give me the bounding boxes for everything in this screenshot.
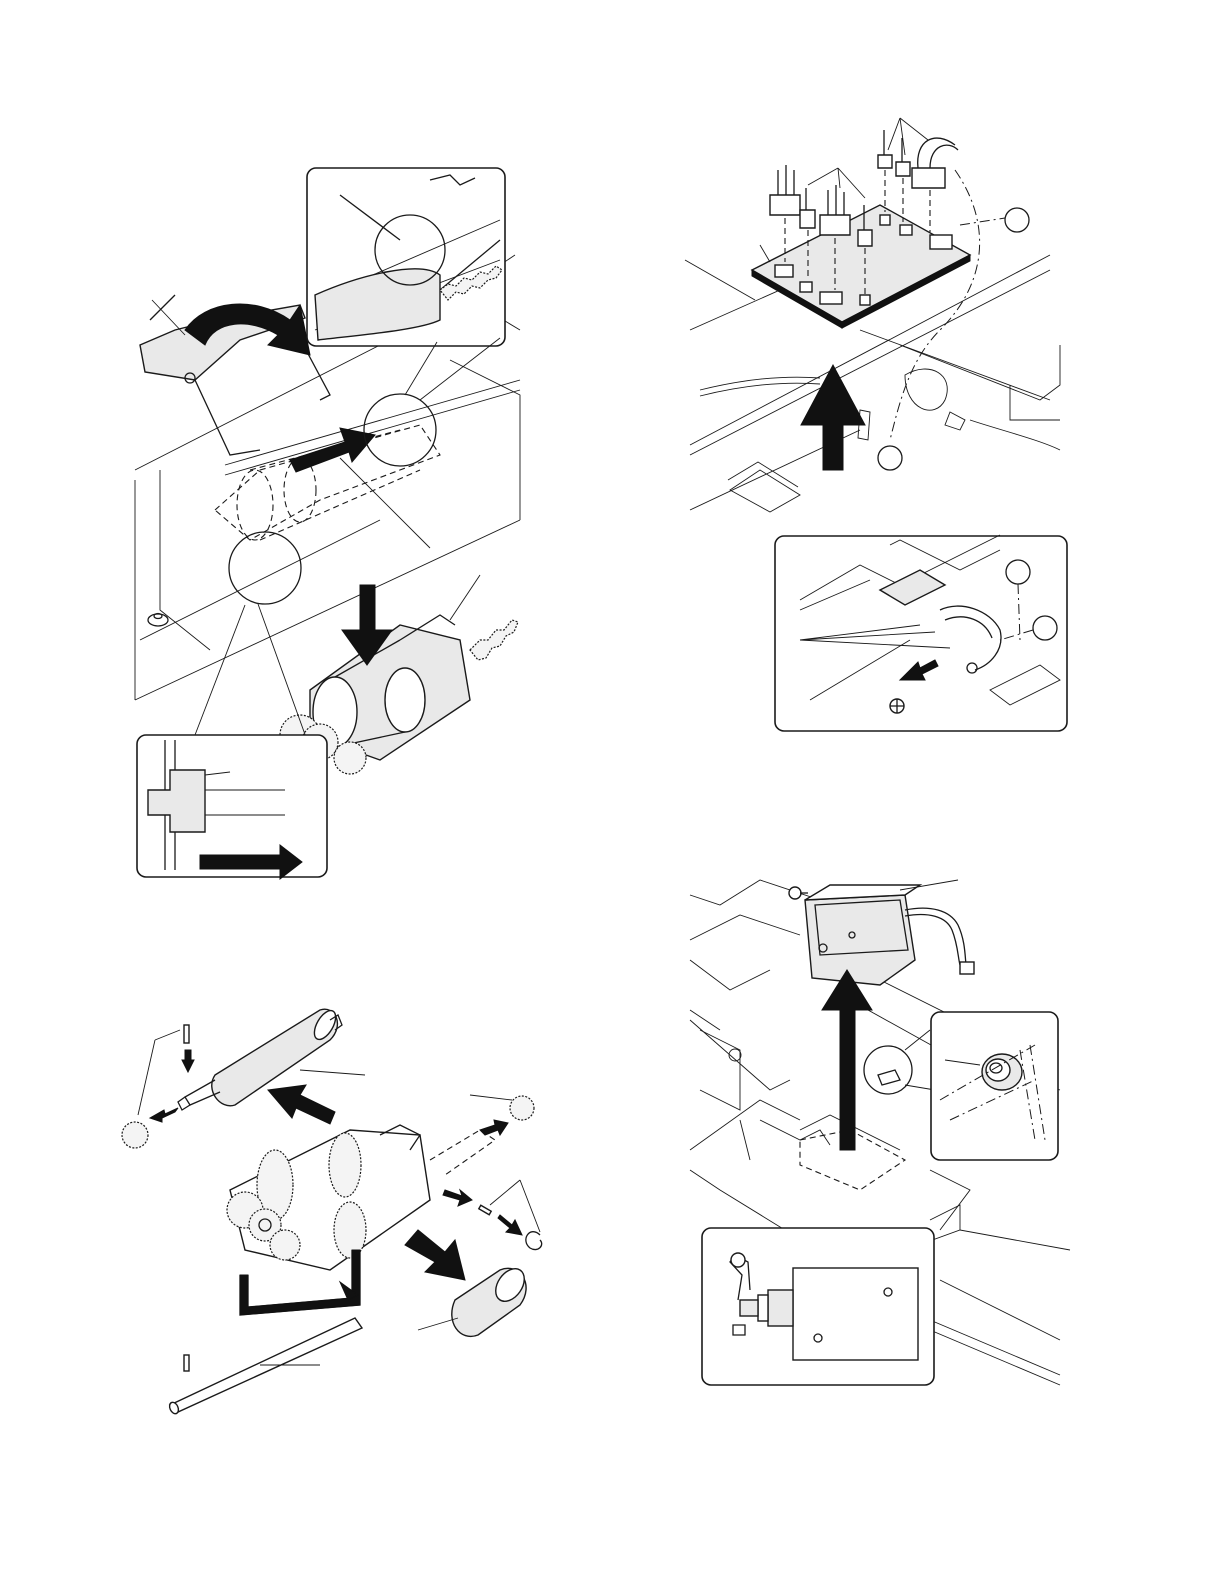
- figure-solenoid-removal: [690, 880, 1070, 1385]
- figure-roller-disassembly: [122, 1007, 542, 1415]
- connectors: [770, 118, 958, 246]
- solenoid: [805, 895, 915, 985]
- remove-arrow-right: [405, 1230, 465, 1280]
- lift-up-arrow: [801, 365, 865, 470]
- remove-arrow-left: [268, 1085, 335, 1124]
- solenoid-lift-arrow: [822, 970, 872, 1150]
- figure-paper-feed-unit-removal: [135, 168, 520, 879]
- ground-screw-detail: [775, 536, 1067, 731]
- figure-pcb-connector-removal: [685, 118, 1067, 731]
- slide-arrow: [290, 428, 375, 472]
